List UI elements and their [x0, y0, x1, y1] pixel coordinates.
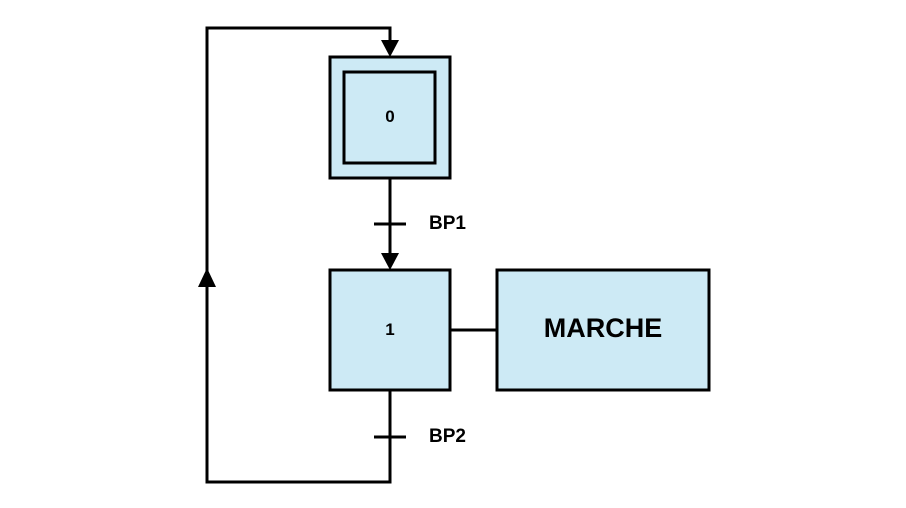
step-1-label: 1	[385, 320, 394, 339]
transition-label-bp1: BP1	[429, 213, 466, 234]
action-label: MARCHE	[544, 313, 663, 343]
action-box	[495, 268, 711, 392]
action-marche[interactable]: MARCHE	[495, 268, 711, 392]
step-0[interactable]: 0	[328, 55, 452, 180]
transition-label-bp2: BP2	[429, 426, 466, 447]
step-0-label: 0	[385, 107, 394, 126]
step-1-box	[328, 268, 452, 392]
loop-back-link	[205, 26, 392, 484]
loop-up-arrow-icon	[198, 268, 216, 287]
step-1[interactable]: 1	[328, 268, 452, 392]
entry-arrow-icon-step-1	[381, 253, 399, 270]
step-0-inner-box	[342, 70, 437, 165]
entry-arrow-icon-step-0	[381, 40, 399, 57]
